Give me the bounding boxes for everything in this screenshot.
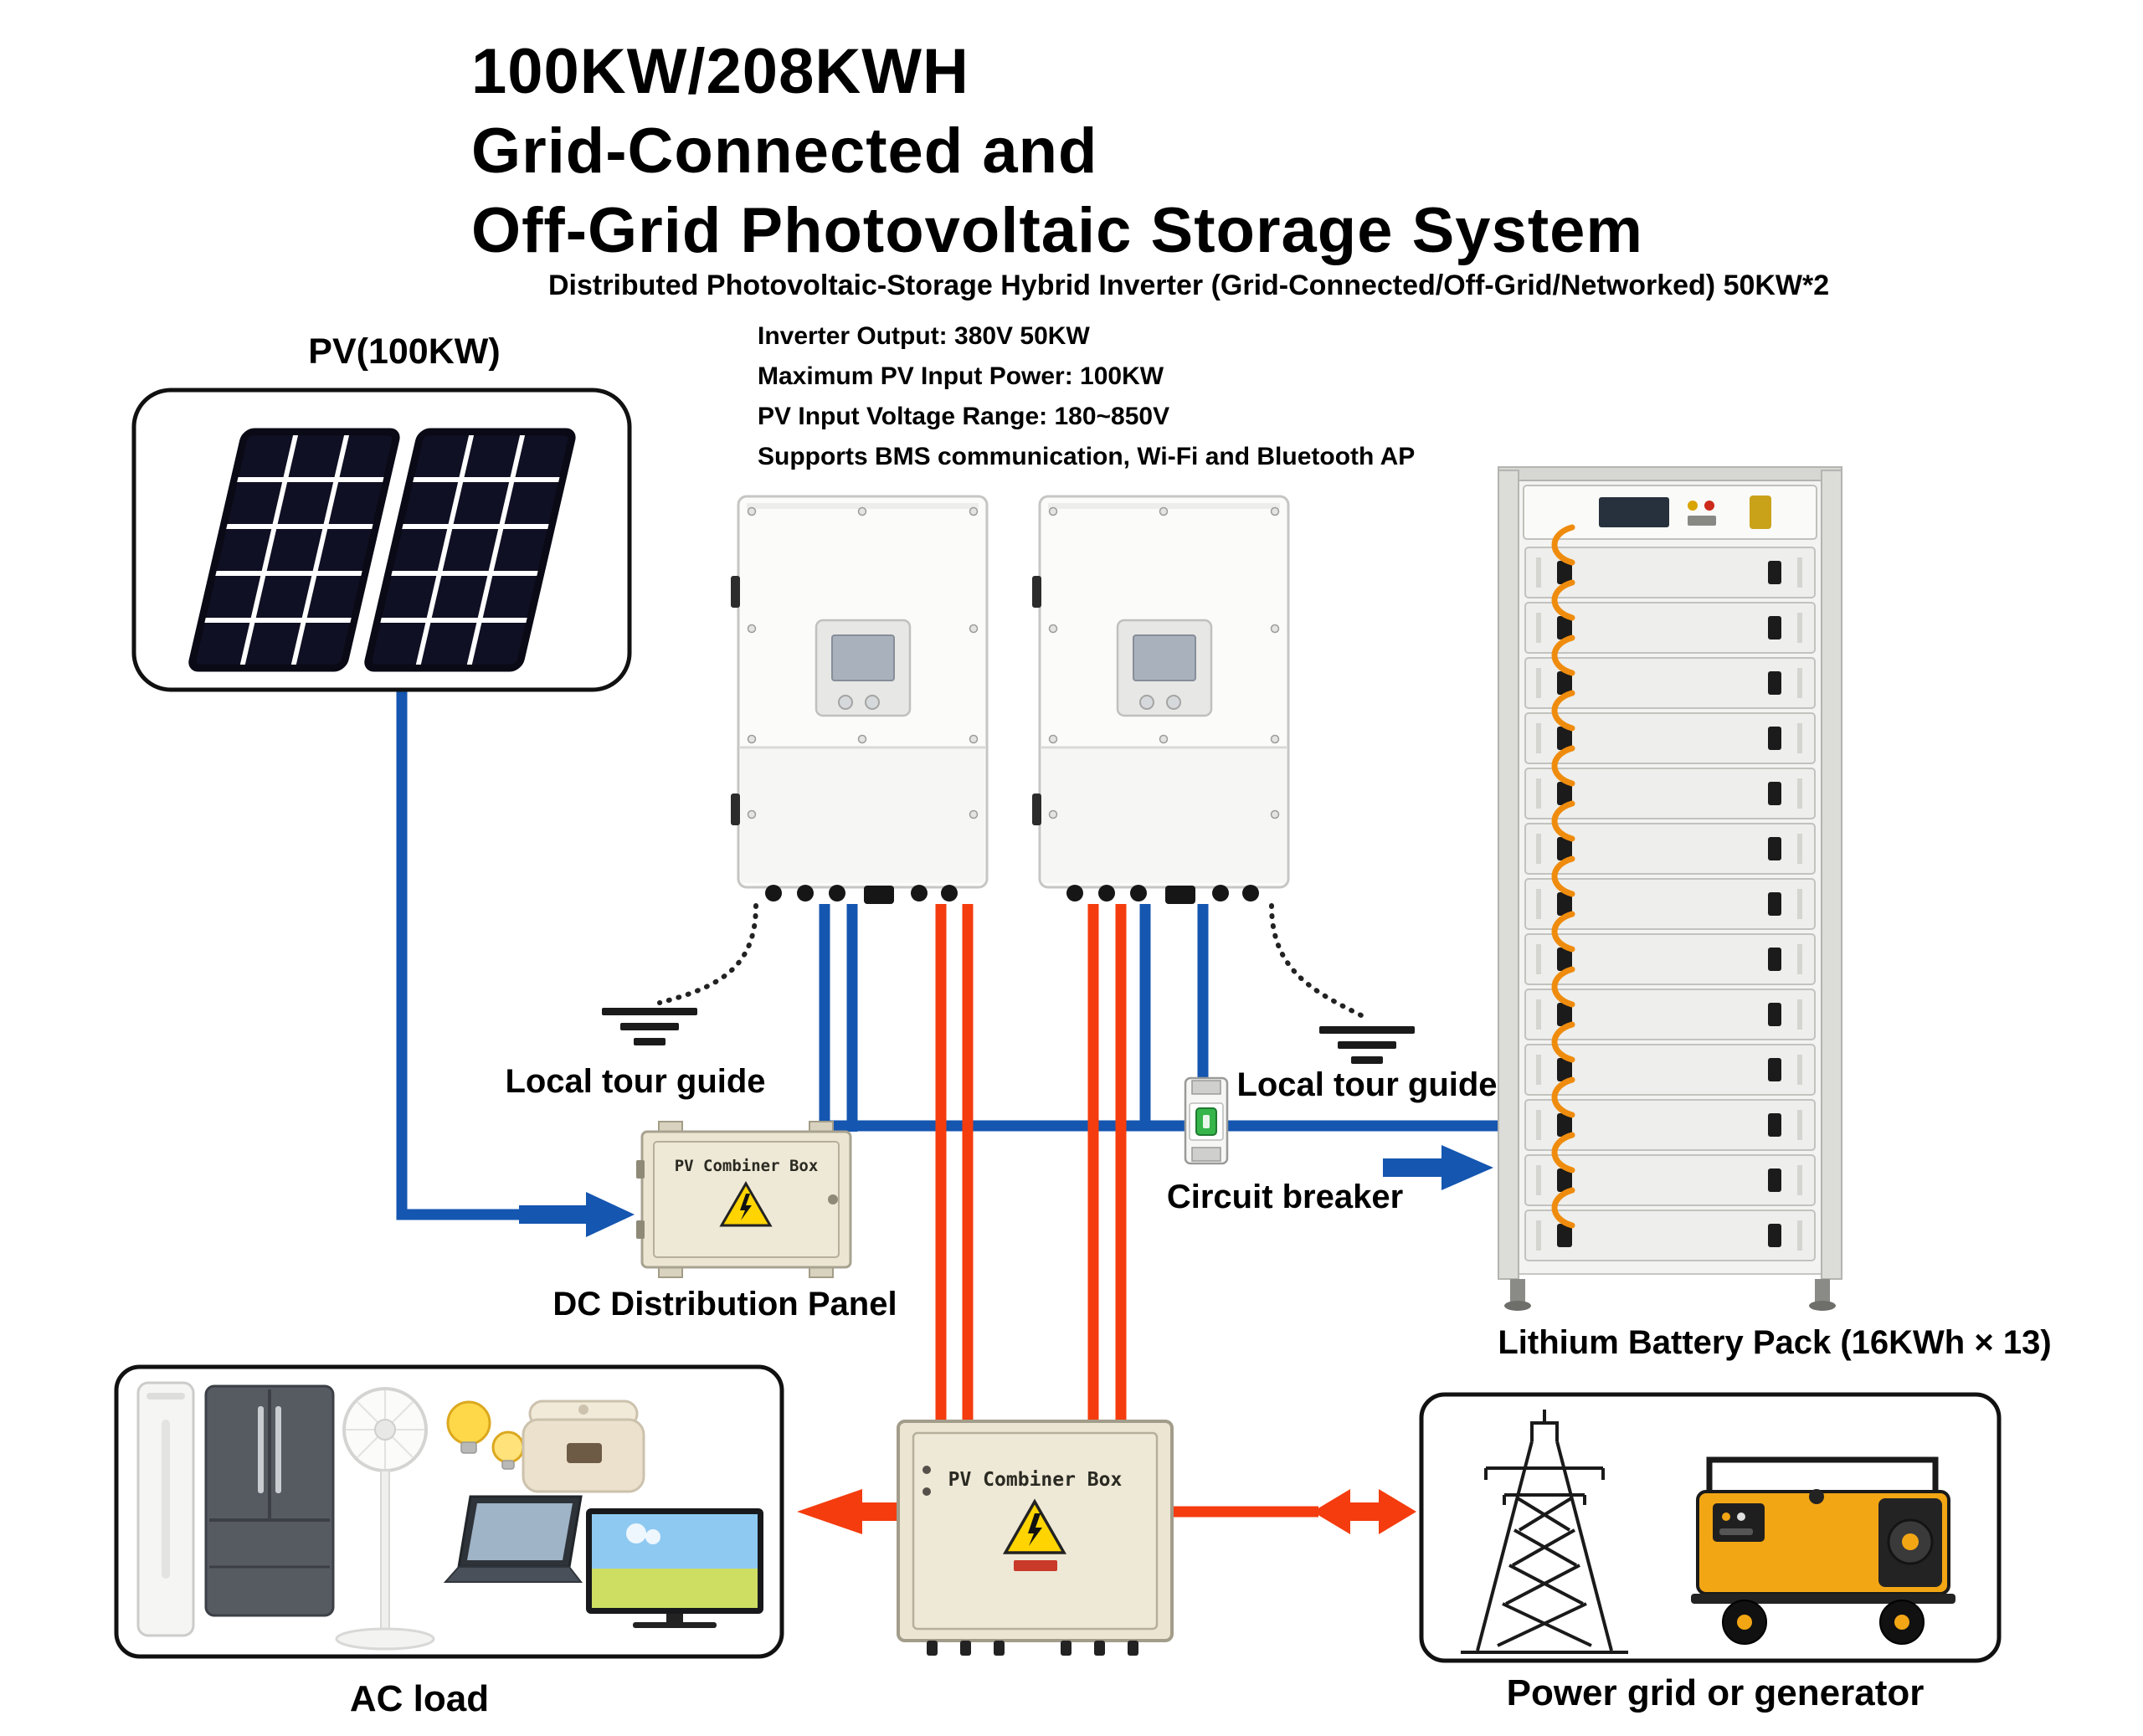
title-line-2: Grid-Connected and [471, 116, 1098, 187]
light-bulb-icon [446, 1400, 525, 1470]
fridge-icon [204, 1384, 335, 1617]
ground-label-right: Local tour guide [1236, 1066, 1498, 1103]
solar-panel-icon [188, 428, 576, 672]
air-conditioner-icon [136, 1381, 195, 1637]
circuit-breaker-icon [1184, 1076, 1229, 1165]
page-title: 100KW/208KWH Grid-Connected and Off-Grid… [471, 32, 1643, 270]
ac-combiner-box [897, 1420, 1174, 1656]
warning-triangle-icon [1002, 1498, 1067, 1554]
dc-arrow-to-battery [1383, 1145, 1493, 1190]
transmission-tower-icon [1461, 1410, 1628, 1654]
dc-combiner-box [636, 1121, 852, 1278]
battery-modules [1524, 547, 1816, 1261]
dc-combiner-box-label: PV Combiner Box [674, 1157, 819, 1175]
ac-lines [935, 904, 1318, 1518]
battery-rack [1498, 466, 1842, 1311]
battery-feet [1504, 1279, 1836, 1311]
dc-distribution-panel-label: DC Distribution Panel [552, 1286, 897, 1323]
generator-icon [1691, 1456, 1955, 1645]
warning-triangle-icon [719, 1181, 773, 1227]
laptop-icon [443, 1495, 583, 1583]
spec-line: Inverter Output: 380V 50KW [758, 322, 1090, 350]
inverter-1 [729, 495, 989, 906]
ac-arrow-grid [1313, 1489, 1416, 1534]
inverter-2 [1030, 495, 1290, 906]
rice-cooker-icon [522, 1400, 645, 1493]
pv-array-label: PV(100KW) [308, 331, 501, 372]
spec-line: Maximum PV Input Power: 100KW [758, 362, 1164, 390]
spec-line: Supports BMS communication, Wi-Fi and Bl… [758, 443, 1416, 470]
ground-cable-left [657, 903, 758, 1005]
fan-icon [335, 1387, 435, 1651]
dc-arrow-to-combiner [519, 1192, 635, 1237]
battery-pack-label: Lithium Battery Pack (16KWh × 13) [1498, 1324, 2052, 1361]
ground-symbol-right [1319, 1026, 1415, 1064]
title-line-3: Off-Grid Photovoltaic Storage System [471, 195, 1643, 266]
spec-list: Inverter Output: 380V 50KW Maximum PV In… [758, 316, 1415, 477]
battery-control-unit [1523, 485, 1817, 540]
ac-load-label: AC load [349, 1678, 490, 1719]
ground-cable-right [1269, 903, 1365, 1019]
title-line-1: 100KW/208KWH [471, 36, 969, 107]
ac-combiner-box-label: PV Combiner Box [948, 1469, 1123, 1491]
ac-load-icons [136, 1381, 763, 1651]
tv-icon [586, 1508, 763, 1628]
ac-arrow-to-load [797, 1489, 900, 1534]
ground-label-left: Local tour guide [505, 1063, 766, 1100]
power-grid-label: Power grid or generator [1506, 1672, 1925, 1713]
spec-line: PV Input Voltage Range: 180~850V [758, 403, 1170, 430]
subtitle: Distributed Photovoltaic-Storage Hybrid … [548, 270, 1830, 301]
ground-symbol-left [602, 1008, 697, 1045]
circuit-breaker-label: Circuit breaker [1166, 1179, 1404, 1215]
battery-cables [1551, 524, 1575, 1229]
